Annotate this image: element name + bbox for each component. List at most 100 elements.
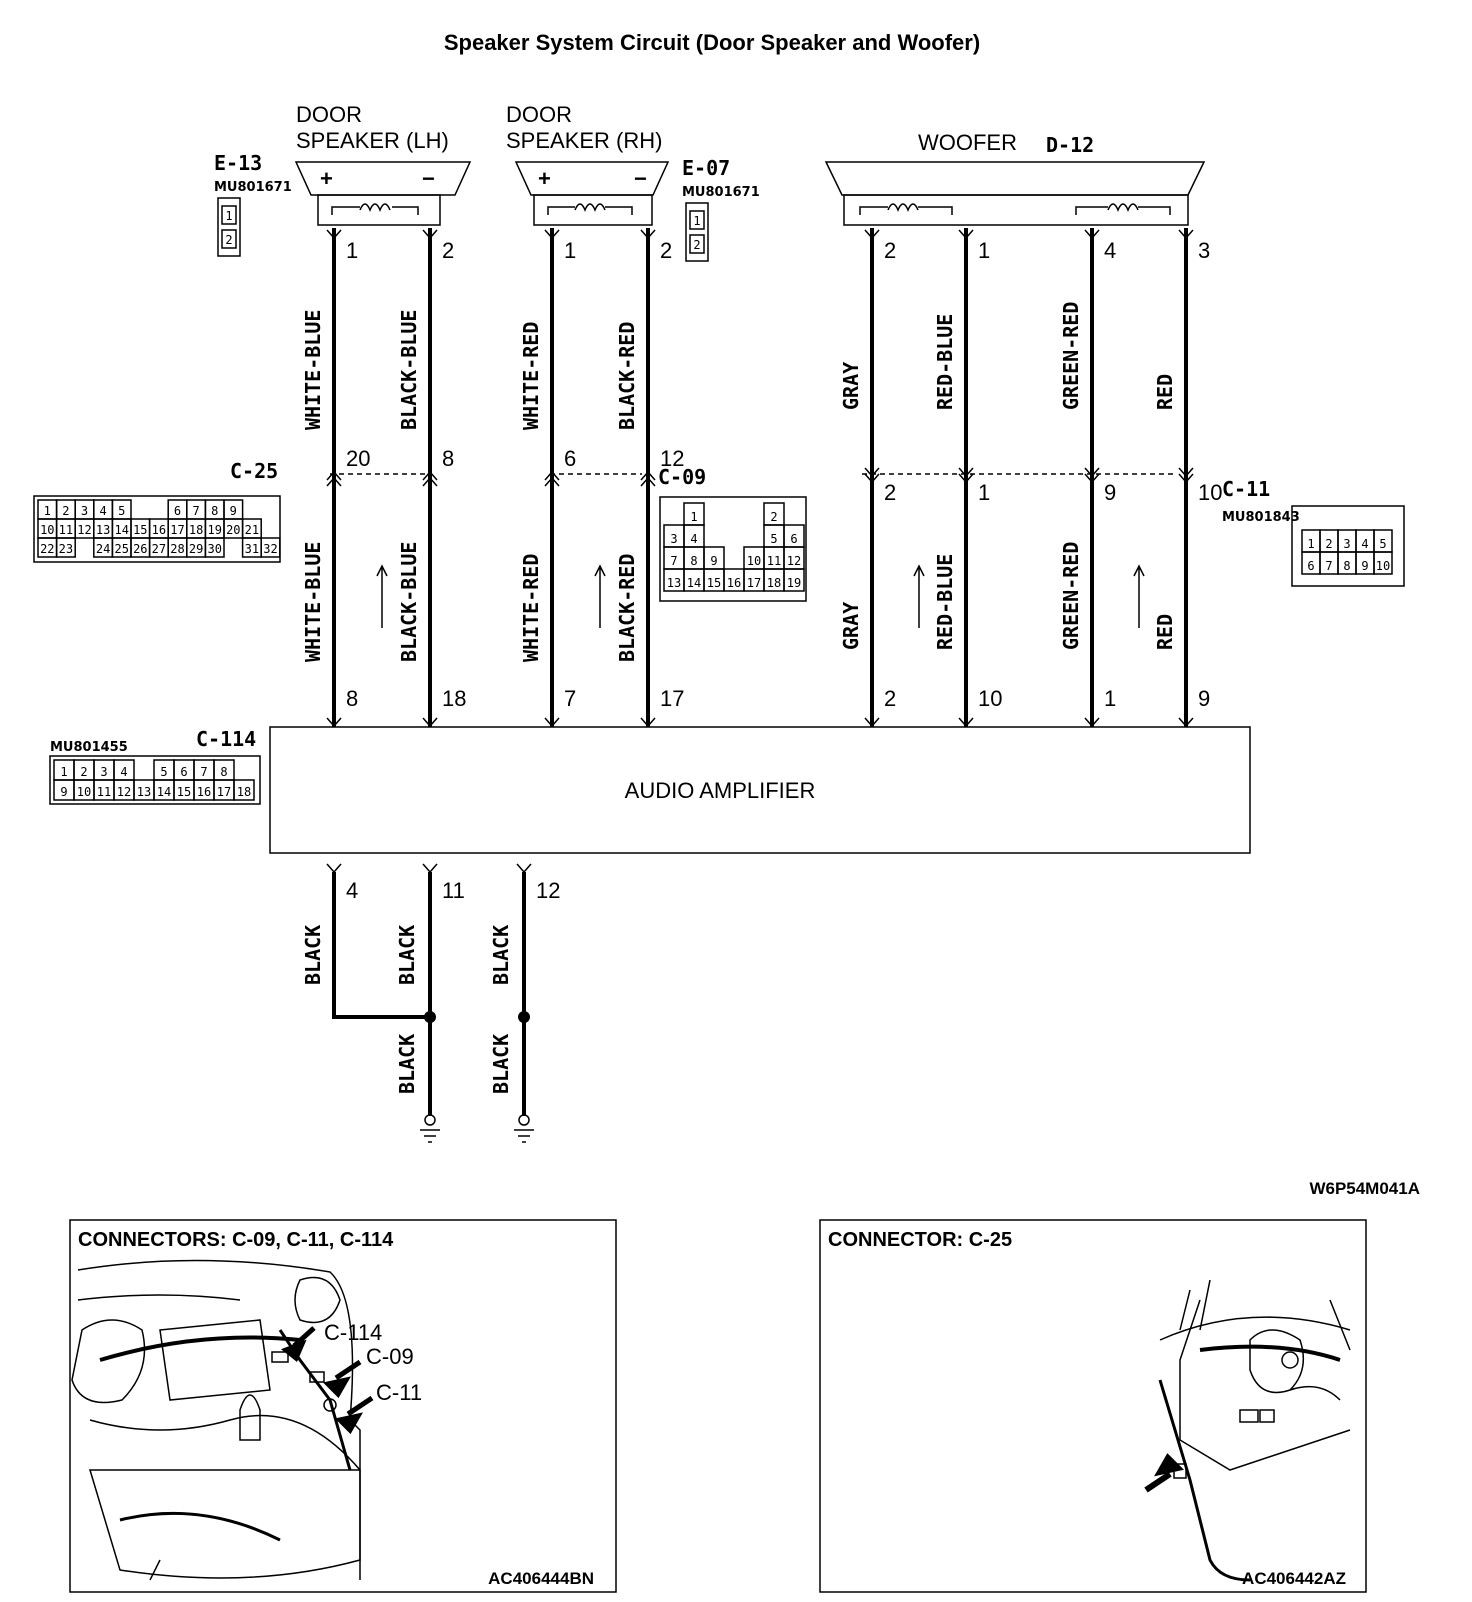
wire-mid-pin: 1 — [978, 480, 990, 505]
wire-color-upper: BLACK-RED — [615, 322, 639, 430]
woofer: WOOFER D-12 — [824, 130, 1206, 226]
pin-number: 16 — [152, 523, 166, 537]
speaker-lh-coil-leads — [331, 206, 419, 215]
wire-color-lower: BLACK-RED — [615, 554, 639, 662]
pin-number: 1 — [1307, 537, 1314, 551]
pin-number: 1 — [44, 504, 51, 518]
pin-number: 19 — [207, 523, 221, 537]
svg-text:1: 1 — [693, 214, 700, 228]
connector-c114-face — [49, 755, 261, 805]
ground-color-11: BLACK — [395, 925, 419, 985]
pin-number: 11 — [97, 785, 111, 799]
pin-cell — [233, 779, 255, 801]
speaker-lh-body — [294, 161, 472, 196]
wire-mid-pin: 10 — [1198, 480, 1222, 505]
pin-number: 12 — [117, 785, 131, 799]
wire-top-arrow — [422, 229, 438, 240]
wire-top-pin: 4 — [1104, 238, 1116, 263]
wire-top-arrow — [958, 229, 974, 240]
ground-color-lower-2: BLACK — [489, 1034, 513, 1094]
callout-c09: C-09 — [366, 1344, 414, 1369]
wire-amp-pin: 17 — [660, 686, 684, 711]
connector-c114-label: C-114 — [196, 727, 256, 751]
wire-top-pin: 2 — [442, 238, 454, 263]
wire-mid-pin: 12 — [660, 446, 684, 471]
wire-amp-pin: 2 — [884, 686, 896, 711]
ground-arrow-pin4 — [326, 863, 342, 874]
speaker-rh-terminal-box — [533, 194, 653, 226]
connector-c11-part: MU801843 — [1222, 510, 1300, 525]
diagram-title: Speaker System Circuit (Door Speaker and… — [444, 30, 980, 55]
connector-c25-label: C-25 — [230, 459, 278, 483]
pin-number: 5 — [118, 504, 125, 518]
speaker-rh-line1: DOOR — [506, 102, 572, 127]
pin-number: 6 — [790, 532, 797, 546]
pin-number: 6 — [180, 765, 187, 779]
wire-top-arrow — [544, 229, 560, 240]
pin-number: 24 — [96, 542, 110, 556]
woofer-coil1-icon — [887, 203, 919, 212]
door-speaker-lh: DOOR SPEAKER (LH) + − E-13 MU801671 1 2 — [214, 102, 472, 257]
pin-number: 10 — [747, 554, 761, 568]
signal-wires: 1208WHITE-BLUEWHITE-BLUE2818BLACK-BLUEBL… — [301, 228, 1222, 728]
wire-amp-pin: 1 — [1104, 686, 1116, 711]
wire-top-pin: 1 — [978, 238, 990, 263]
pin-number: 17 — [170, 523, 184, 537]
splice-dot-2 — [518, 1011, 530, 1023]
wire-amp-arrow — [1178, 717, 1194, 728]
wire-amp-arrow — [326, 717, 342, 728]
speaker-rh-minus: − — [634, 166, 647, 191]
pin-number: 2 — [770, 510, 777, 524]
speaker-rh-body — [514, 161, 670, 196]
speaker-rh-line2: SPEAKER (RH) — [506, 128, 662, 153]
wire-color-lower: RED — [1153, 614, 1177, 650]
wire-junction-arrow — [326, 470, 342, 487]
pin-number: 2 — [80, 765, 87, 779]
pin-number: 18 — [189, 523, 203, 537]
speaker-rh-plus: + — [538, 166, 551, 191]
pin-number: 8 — [220, 765, 227, 779]
flow-arrow-rh-icon — [594, 564, 606, 628]
locator2-frame — [819, 1219, 1367, 1593]
pin-number: 17 — [747, 576, 761, 590]
svg-text:2: 2 — [225, 233, 232, 247]
wire-mid-pin: 8 — [442, 446, 454, 471]
ground-circuit: 4 11 12 BLACK BLACK BLACK BLACK BLACK — [301, 863, 560, 1143]
flow-arrow-woofer-1-icon — [913, 564, 925, 628]
ground-arrow-pin11 — [422, 863, 438, 874]
wire-amp-pin: 8 — [346, 686, 358, 711]
pin-number: 8 — [690, 554, 697, 568]
pin-number: 10 — [77, 785, 91, 799]
wire-color-upper: WHITE-BLUE — [301, 310, 325, 430]
pin-number: 15 — [177, 785, 191, 799]
wire-junction-arrow — [544, 470, 560, 487]
pin-number: 14 — [114, 523, 128, 537]
ground-color-12: BLACK — [489, 925, 513, 985]
locator1-frame — [69, 1219, 617, 1593]
connector-c11-label: C-11 — [1222, 477, 1270, 501]
pin-number: 20 — [226, 523, 240, 537]
pin-number: 28 — [170, 542, 184, 556]
pin-number: 9 — [60, 785, 67, 799]
locator2-code: AC406442AZ — [1242, 1569, 1346, 1588]
wire-color-upper: RED — [1153, 374, 1177, 410]
speaker-rh-coil-icon — [574, 203, 606, 212]
pin-number: 7 — [192, 504, 199, 518]
pin-number: 14 — [157, 785, 171, 799]
pin-number: 6 — [174, 504, 181, 518]
flow-arrow-woofer-2-icon — [1133, 564, 1145, 628]
ground-wire-pin4 — [332, 872, 430, 1019]
wire-color-upper: WHITE-RED — [519, 322, 543, 430]
connector-e07-label: E-07 — [682, 156, 730, 180]
wire-top-pin: 2 — [884, 238, 896, 263]
connector-c25-face — [33, 495, 281, 563]
wire-color-lower: GRAY — [839, 602, 863, 650]
connector-c114-part: MU801455 — [50, 740, 128, 755]
wire-junction-arrow — [1178, 467, 1194, 484]
wire-color-upper: RED-BLUE — [933, 314, 957, 410]
figure-code: W6P54M041A — [1309, 1179, 1420, 1198]
pin-number: 8 — [211, 504, 218, 518]
pin-number: 13 — [667, 576, 681, 590]
speaker-lh-minus: − — [422, 166, 435, 191]
